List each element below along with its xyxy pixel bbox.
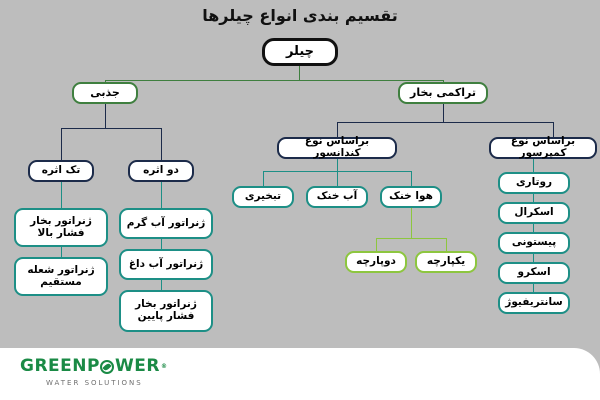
node-leaf-high-pressure-steam-generator[interactable]: ژنراتور بخار فشار بالا — [14, 208, 108, 247]
node-label: روتاری — [515, 176, 553, 189]
connector-double-effect-spine — [161, 182, 162, 208]
connector-double-effect-spine-3 — [161, 280, 162, 290]
connector-compressor-spine-2 — [533, 194, 534, 202]
connector-air-cooled-to-packaged — [446, 238, 447, 251]
node-label: تراکمی بخار — [410, 85, 476, 99]
node-double-effect[interactable]: دو اثره — [128, 160, 194, 182]
connector-compressor-spine-5 — [533, 284, 534, 292]
node-centrifugal-compressor[interactable]: سانتریفیوژ — [498, 292, 570, 314]
connector-double-effect-spine-2 — [161, 239, 162, 249]
connector-absorption-to-single — [61, 128, 62, 161]
node-label: دو اثره — [143, 164, 179, 177]
node-label: ژنراتور شعله مستقیم — [27, 263, 95, 288]
logo-wordmark: GREENP WER ® — [20, 358, 167, 375]
node-single-effect[interactable]: تک اثره — [28, 160, 94, 182]
node-vapor-compression[interactable]: تراکمی بخار — [398, 82, 488, 104]
connector-absorption-stem — [105, 104, 106, 128]
node-label: آب خنک — [316, 190, 358, 203]
connector-air-cooled-stem — [411, 208, 412, 238]
connector-compression-to-compressor — [553, 122, 554, 138]
node-reciprocating-compressor[interactable]: پیستونی — [498, 232, 570, 254]
node-rotary-compressor[interactable]: روتاری — [498, 172, 570, 194]
node-label: ژنراتور آب داغ — [128, 257, 204, 270]
node-by-condenser-type[interactable]: براساس نوع کندانسور — [277, 135, 397, 159]
brand-logo: GREENP WER ® WATER SOLUTIONS — [20, 358, 167, 388]
node-scroll-compressor[interactable]: اسکرال — [498, 202, 570, 224]
node-label: اسکرو — [517, 266, 551, 279]
node-screw-compressor[interactable]: اسکرو — [498, 262, 570, 284]
node-by-compressor-type[interactable]: براساس نوع کمپرسور — [489, 135, 597, 159]
connector-compression-to-condenser — [337, 122, 338, 138]
logo-subtitle: WATER SOLUTIONS — [46, 379, 143, 387]
connector-absorption-bus — [61, 128, 161, 129]
connector-compression-bus — [337, 122, 553, 123]
connector-compression-stem — [443, 104, 444, 122]
node-leaf-hot-water-generator[interactable]: ژنراتور آب گرم — [119, 208, 213, 239]
node-label: جذبی — [90, 85, 120, 99]
node-evaporative-condenser[interactable]: تبخیری — [232, 186, 294, 208]
node-label: براساس نوع کندانسور — [304, 135, 370, 159]
connector-compressor-spine-1 — [533, 159, 534, 172]
node-label: هوا خنک — [389, 190, 433, 203]
node-two-piece-chiller[interactable]: دوپارچه — [345, 251, 407, 273]
connector-root-bus — [105, 80, 443, 81]
node-label: ژنراتور بخار فشار پایین — [135, 298, 197, 322]
footer-bar: GREENP WER ® WATER SOLUTIONS — [0, 348, 600, 400]
connector-condenser-to-air-cooled — [411, 171, 412, 186]
node-leaf-low-pressure-steam-generator[interactable]: ژنراتور بخار فشار پایین — [119, 290, 213, 332]
connector-condenser-to-water-cooled — [337, 171, 338, 186]
node-label: چیلر — [285, 43, 315, 59]
node-label: ژنراتور بخار فشار بالا — [30, 214, 92, 239]
node-chiller-root[interactable]: چیلر — [262, 38, 338, 66]
node-air-cooled-condenser[interactable]: هوا خنک — [380, 186, 442, 208]
node-packaged-chiller[interactable]: یکپارچه — [415, 251, 477, 273]
connector-single-effect-spine-2 — [61, 247, 62, 257]
connector-root-stem — [299, 66, 300, 80]
page-title: تقسیم بندی انواع چیلرها — [202, 6, 398, 25]
connector-compressor-spine-4 — [533, 254, 534, 262]
node-label: تک اثره — [41, 164, 81, 177]
connector-compressor-spine-3 — [533, 224, 534, 232]
node-label: اسکرال — [514, 206, 554, 219]
logo-text-pre: GREENP — [20, 356, 100, 376]
connector-absorption-to-double — [161, 128, 162, 161]
connector-air-cooled-bus — [376, 238, 446, 239]
connector-condenser-stem — [337, 159, 338, 171]
trademark-mark: ® — [160, 362, 168, 370]
node-label: پیستونی — [511, 236, 557, 249]
leaf-icon — [100, 359, 115, 374]
node-label: ژنراتور آب گرم — [126, 216, 206, 229]
connector-single-effect-spine — [61, 182, 62, 208]
node-label: سانتریفیوژ — [505, 296, 563, 309]
node-label: براساس نوع کمپرسور — [510, 135, 576, 159]
connector-air-cooled-to-split — [376, 238, 377, 251]
node-leaf-high-temp-water-generator[interactable]: ژنراتور آب داغ — [119, 249, 213, 280]
node-label: دوپارچه — [356, 255, 396, 268]
node-label: یکپارچه — [426, 255, 466, 268]
node-absorption[interactable]: جذبی — [72, 82, 138, 104]
node-label: تبخیری — [244, 190, 282, 203]
connector-condenser-to-evaporative — [263, 171, 264, 186]
logo-text-post: WER — [114, 356, 160, 376]
node-leaf-direct-fired-generator[interactable]: ژنراتور شعله مستقیم — [14, 257, 108, 296]
node-water-cooled-condenser[interactable]: آب خنک — [306, 186, 368, 208]
